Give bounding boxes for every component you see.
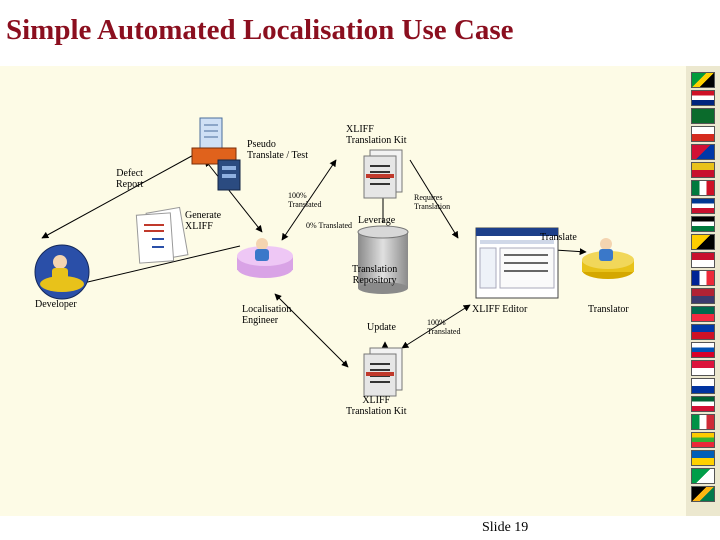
flag-icon (691, 378, 715, 394)
label-requires-translation-line2: Translation (414, 202, 451, 211)
title-bar: Simple Automated Localisation Use Case (0, 0, 720, 66)
label-xliff-kit-top-line2: Translation Kit (346, 135, 407, 146)
flag-icon (691, 432, 715, 448)
flag-icon (691, 288, 715, 304)
label-defect-report-line1: Defect (116, 168, 143, 179)
label-100-translated-top-line1: 100% (288, 191, 307, 200)
arrow-engineer-kit (281, 159, 337, 241)
xliff-editor-window-icon (475, 227, 559, 299)
arrow-generate-xliff (74, 245, 241, 287)
flag-icon (691, 396, 715, 412)
label-xliff-kit-bottom-line2: Translation Kit (346, 406, 407, 417)
label-xliff-kit-top: XLIFF Translation Kit (346, 124, 406, 146)
pseudo-translate-machine-icon (191, 117, 241, 191)
label-leverage: Leverage (358, 215, 396, 226)
xliff-document-icon (135, 206, 189, 264)
label-localisation-engineer-line1: Localisation (242, 304, 292, 315)
label-translator: Translator (588, 304, 629, 315)
label-translate: Translate (540, 232, 577, 243)
flag-icon (691, 108, 715, 124)
flag-icon (691, 126, 715, 142)
flag-icon (691, 90, 715, 106)
label-xliff-kit-top-line1: XLIFF (346, 124, 374, 135)
developer-icon (34, 244, 90, 300)
flag-icon (691, 306, 715, 322)
arrow-engineer-update (274, 293, 349, 368)
label-xliff-editor: XLIFF Editor (472, 304, 528, 315)
label-developer: Developer (35, 299, 77, 310)
slide-title: Simple Automated Localisation Use Case (6, 14, 514, 46)
label-xliff-kit-bottom-line1: XLIFF (362, 395, 391, 406)
translation-repository-icon (357, 225, 409, 294)
flag-strip (686, 66, 720, 516)
translator-icon (582, 238, 634, 279)
arrow-requires-translation (409, 159, 459, 239)
flag-icon (691, 234, 715, 250)
label-pseudo-translate-line1: Pseudo (247, 139, 276, 150)
label-generate-xliff-line2: XLIFF (185, 221, 213, 232)
label-update: Update (367, 322, 396, 333)
flag-icon (691, 360, 715, 376)
label-defect-report: Defect Report (116, 168, 143, 190)
arrow-developer-defect-report (41, 145, 211, 239)
flag-icon (691, 216, 715, 232)
xliff-kit-bottom-icon (363, 347, 403, 397)
flag-icon (691, 252, 715, 268)
label-100-translated-top-line2: Translated (288, 200, 322, 209)
label-localisation-engineer-line2: Engineer (242, 315, 279, 326)
flag-icon (691, 180, 715, 196)
label-localisation-engineer: Localisation Engineer (242, 304, 291, 326)
label-pseudo-translate: Pseudo Translate / Test (247, 139, 308, 161)
label-requires-translation-line1: Requires (414, 193, 443, 202)
label-translation-repository-line1: Translation (352, 264, 398, 275)
flag-icon (691, 450, 715, 466)
flag-icon (691, 414, 715, 430)
diagram-svg (34, 117, 634, 397)
label-100-translated-top: 100% Translated (288, 191, 321, 209)
flag-icon (691, 162, 715, 178)
flag-icon (691, 324, 715, 340)
label-100-translated-bottom: 100% Translated (427, 318, 460, 336)
label-generate-xliff: Generate XLIFF (185, 210, 221, 232)
flag-icon (691, 144, 715, 160)
label-translation-repository: Translation Repository (352, 264, 397, 286)
label-100-translated-bottom-line2: Translated (427, 327, 461, 336)
label-translation-repository-line2: Repository (352, 275, 397, 286)
label-generate-xliff-line1: Generate (185, 210, 222, 221)
flag-icon (691, 468, 715, 484)
slide-number: Slide 19 (482, 520, 529, 535)
flag-icon (691, 72, 715, 88)
flag-icon (691, 270, 715, 286)
flag-icon (691, 486, 715, 502)
arrow-kit-editor (401, 304, 471, 349)
label-0-translated: 0% Translated (306, 221, 352, 230)
label-pseudo-translate-line2: Translate / Test (247, 150, 308, 161)
localisation-engineer-icon (237, 238, 293, 278)
footer (0, 516, 720, 540)
label-defect-report-line2: Report (116, 179, 144, 190)
xliff-kit-top-icon (363, 149, 403, 199)
flag-icon (691, 342, 715, 358)
flag-icon (691, 198, 715, 214)
label-requires-translation: Requires Translation (414, 193, 450, 211)
arrow-engineer-pseudo (204, 159, 263, 233)
label-100-translated-bottom-line1: 100% (427, 318, 446, 327)
label-xliff-kit-bottom: XLIFF Translation Kit (346, 395, 406, 417)
